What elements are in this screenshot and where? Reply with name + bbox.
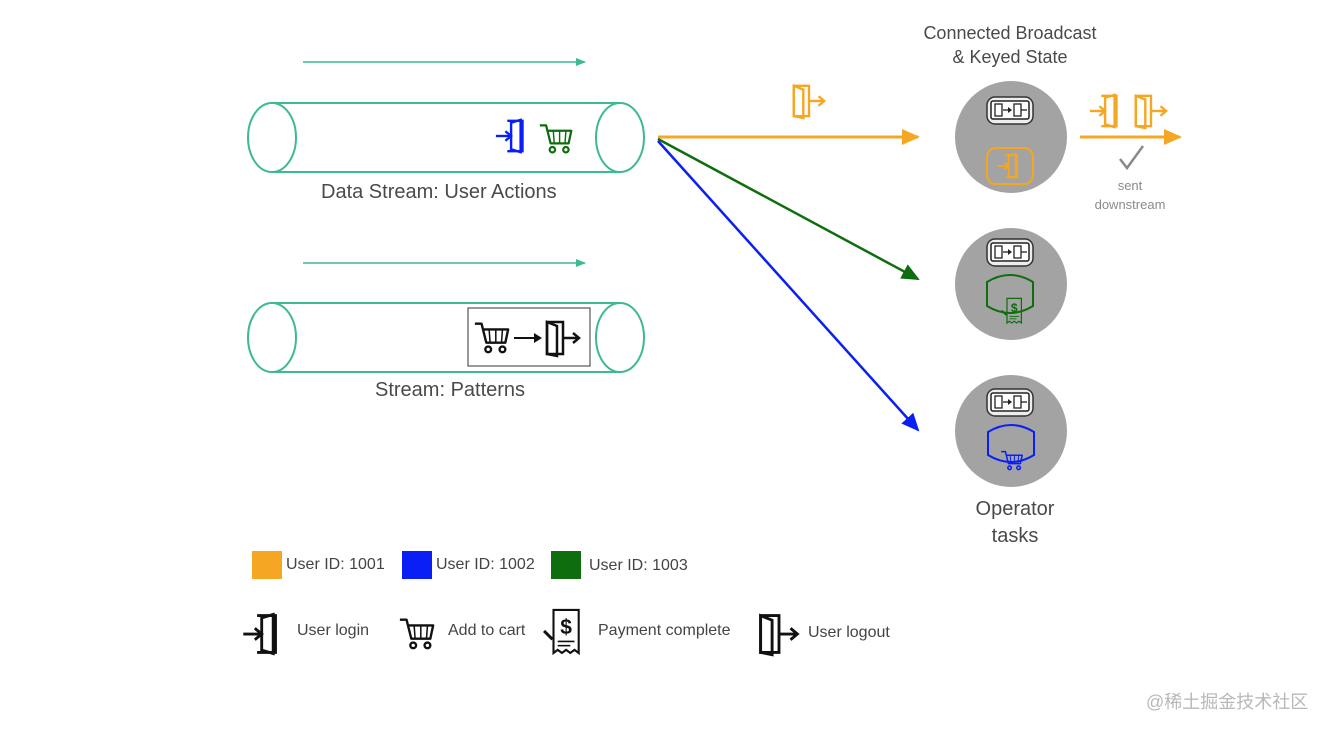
login-icon <box>494 118 524 154</box>
route-arrow-user-1003 <box>657 137 920 281</box>
cart-icon <box>538 124 573 154</box>
legend-swatch-user-1003 <box>551 551 581 579</box>
operator-tasks-label: Operator tasks <box>945 496 1085 550</box>
operator-task-2 <box>955 228 1067 340</box>
legend-label-payment-complete: Payment complete <box>598 622 731 639</box>
keyed-state-badge <box>986 274 1034 314</box>
stream-patterns <box>247 259 645 373</box>
operator-label-line2: tasks <box>991 525 1039 547</box>
stream-pipe-end <box>595 302 645 373</box>
pattern-icon <box>990 100 1030 120</box>
keyed-state-badge <box>986 147 1034 185</box>
route-arrow-user-1002 <box>657 140 920 432</box>
operator-header: Connected Broadcast & Keyed State <box>906 21 1114 69</box>
sent-downstream-note: sent downstream <box>1078 176 1182 214</box>
watermark: @稀土掘金技术社区 <box>1146 692 1309 712</box>
stream-pipe-end <box>595 102 645 173</box>
logout-icon <box>1134 94 1168 130</box>
routing-arrows <box>657 84 920 432</box>
login-icon <box>1088 93 1118 129</box>
stream-pipe-start <box>247 302 297 373</box>
operator-circle <box>955 375 1067 487</box>
login-icon <box>241 613 277 655</box>
operator-output <box>1080 93 1182 171</box>
sent-note-line2: downstream <box>1094 197 1166 212</box>
stream-pipe <box>272 102 620 173</box>
operator-task-1 <box>955 81 1067 193</box>
legend-label-user-1003: User ID: 1003 <box>589 557 688 574</box>
sent-note-line1: sent <box>1117 178 1143 193</box>
operator-header-line2: & Keyed State <box>952 47 1068 67</box>
operator-circle <box>955 81 1067 193</box>
receipt-icon <box>543 608 580 655</box>
legend-label-user-1002: User ID: 1002 <box>436 556 535 573</box>
operator-task-3 <box>955 375 1067 487</box>
pattern-icon <box>990 242 1030 262</box>
keyed-state-badge <box>987 424 1035 463</box>
stream-label-user-actions: Data Stream: User Actions <box>321 181 557 203</box>
legend-label-user-login: User login <box>297 622 370 639</box>
legend-swatch-user-1002 <box>402 551 432 579</box>
checkmark-icon <box>1119 145 1145 171</box>
pattern-arrow-head <box>534 333 542 343</box>
legend-label-user-logout: User logout <box>808 624 890 641</box>
pattern-icon <box>990 392 1030 412</box>
legend-label-add-to-cart: Add to cart <box>448 622 526 639</box>
cart-icon <box>398 618 435 650</box>
legend-swatch-user-1001 <box>252 551 282 579</box>
stream-label-patterns: Stream: Patterns <box>375 379 526 401</box>
stream-user-actions <box>247 58 645 173</box>
logout-icon <box>792 84 826 120</box>
stream-pipe <box>272 302 620 373</box>
operator-label-line1: Operator <box>975 498 1055 520</box>
operator-header-line1: Connected Broadcast <box>923 23 1097 43</box>
stream-pipe-start <box>247 102 297 173</box>
logout-icon <box>759 614 799 657</box>
operator-circle <box>955 228 1067 340</box>
legend-label-user-1001: User ID: 1001 <box>286 556 385 573</box>
